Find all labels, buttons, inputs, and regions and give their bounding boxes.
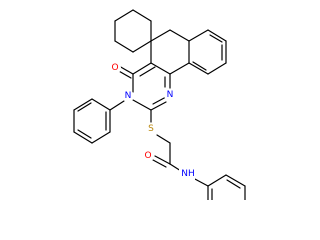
bond <box>77 129 92 139</box>
nitrogen-label: N <box>125 91 132 101</box>
bond <box>192 177 209 187</box>
bond <box>73 131 93 144</box>
structure-svg: O N N S O NH <box>73 9 246 200</box>
bond <box>225 174 246 187</box>
bond <box>207 62 227 75</box>
bond <box>154 155 171 165</box>
bond <box>139 66 156 77</box>
bond <box>114 40 134 53</box>
bond <box>132 62 152 75</box>
bond <box>91 131 111 144</box>
bond <box>150 101 167 111</box>
bond <box>132 99 152 111</box>
bond-layer <box>73 9 246 200</box>
bond <box>169 29 190 42</box>
bond <box>207 174 227 187</box>
nh-label: NH <box>181 169 195 179</box>
bond <box>192 61 207 71</box>
sulfur-label: S <box>148 124 154 134</box>
bond <box>156 134 171 144</box>
bond <box>207 29 227 42</box>
bond <box>188 29 209 42</box>
bond <box>209 34 223 43</box>
atom-label-layer: O N N S O NH <box>109 62 195 180</box>
bond <box>118 65 134 75</box>
bond <box>150 62 171 75</box>
bond <box>114 9 134 22</box>
bond <box>73 98 93 111</box>
bond <box>132 9 152 22</box>
atom-nitrogen-n1: N <box>164 89 176 101</box>
atom-oxygen-amide: O <box>142 150 154 162</box>
atom-oxygen-ring: O <box>109 62 121 74</box>
nitrogen-label: N <box>167 90 174 100</box>
atom-nitrogen-n3: N <box>122 90 134 102</box>
bond <box>109 100 125 111</box>
atom-amide-nh: NH <box>179 168 195 180</box>
oxygen-label: O <box>144 151 151 161</box>
bond <box>152 159 167 168</box>
oxygen-label: O <box>111 63 118 73</box>
bond <box>152 96 167 105</box>
molecule-diagram: O N N S O NH <box>73 9 246 200</box>
bond <box>188 62 209 75</box>
bond <box>169 62 190 75</box>
bond <box>77 102 92 112</box>
bond <box>226 179 241 189</box>
bond <box>150 29 171 42</box>
bond <box>132 40 152 53</box>
bond <box>91 98 111 111</box>
atom-sulfur: S <box>145 123 157 135</box>
